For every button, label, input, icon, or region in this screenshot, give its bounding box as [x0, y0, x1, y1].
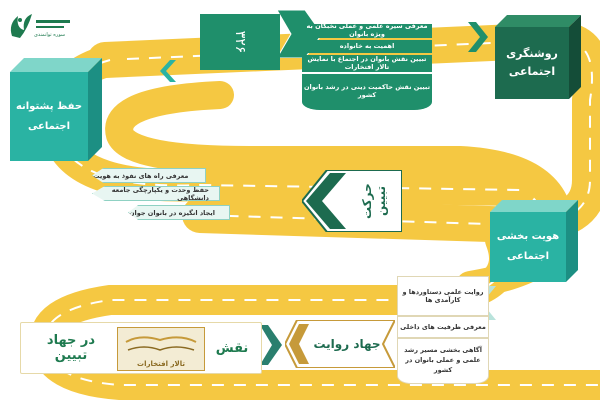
- brand-logo: سوره توانمندی: [6, 6, 76, 46]
- chevron-right-icon-2: [260, 325, 282, 365]
- social-lighting-label: روشنگری اجتماعی: [506, 47, 558, 78]
- right-note-2: معرفی ظرفیت های داخلی: [397, 316, 489, 338]
- stamp-text: تالار افتخارات: [137, 360, 185, 368]
- flag-item-1: معرفی راه های نفوذ به هویت: [92, 168, 206, 183]
- top-note-4: تبیین نقش حاکمیت دینی در رشد بانوان کشور: [302, 74, 432, 110]
- cube-shape-2: [10, 58, 102, 161]
- right-note-3: آگاهی بخشی مسیر رشد علمی و عملی بانوان د…: [397, 338, 489, 384]
- flag-item-3: ایجاد انگیزه در بانوان جوان: [128, 205, 230, 220]
- logo-icon: [10, 14, 70, 38]
- stamp-image: تالار افتخارات: [117, 327, 205, 371]
- top-note-3: تبیین نقش بانوان در اجتماع با نمایش تالا…: [302, 55, 432, 72]
- cube-social-identity: هویت بخشی اجتماعی: [490, 200, 578, 282]
- flag-item-2: حفظ وحدت و یکپارچگی جامعه دانشگاهی: [92, 186, 220, 201]
- right-note-1: روایت علمی دستاوردها و کارآمدی ها: [397, 276, 489, 316]
- social-support-label: حفظ پشتوانه اجتماعی: [15, 100, 83, 132]
- top-note-2: اهمیت به خانواده: [302, 40, 432, 53]
- chevron-right-icon: [468, 22, 488, 52]
- chevron-left-icon: [160, 60, 176, 82]
- role-banner: در جهاد تبیین تالار افتخارات نقش: [20, 322, 262, 374]
- tabyin-movement-label: حرکت تبیین: [360, 183, 388, 219]
- role-suffix-label: در جهاد تبیین: [46, 333, 96, 363]
- chevron-box-shape: [300, 169, 403, 233]
- narrative-jihad-label: جهاد روایت: [313, 337, 381, 351]
- tabyin-movement-box: حرکت تبیین: [300, 169, 403, 233]
- role-title-label: نقش: [215, 340, 249, 356]
- cube-shape-3: [490, 200, 578, 282]
- svg-text:۳۲۶: ۳۲۶: [232, 31, 248, 54]
- narrative-jihad-box: جهاد روایت: [283, 319, 397, 369]
- figure-icon: ۳۲۶: [232, 31, 248, 54]
- top-note-1: معرفی سیره علمی و عملی نخبگان به ویژه با…: [302, 22, 432, 38]
- cube-social-lighting: روشنگری اجتماعی: [495, 15, 581, 100]
- logo-tagline: سوره توانمندی: [34, 32, 66, 38]
- cube-shape: [495, 15, 581, 99]
- stamp-icon: [125, 336, 197, 351]
- cube-social-support: حفظ پشتوانه اجتماعی: [10, 58, 102, 161]
- social-identity-label: هویت بخشی اجتماعی: [496, 231, 560, 262]
- chevron-label-box: ۳۲۶: [200, 14, 280, 70]
